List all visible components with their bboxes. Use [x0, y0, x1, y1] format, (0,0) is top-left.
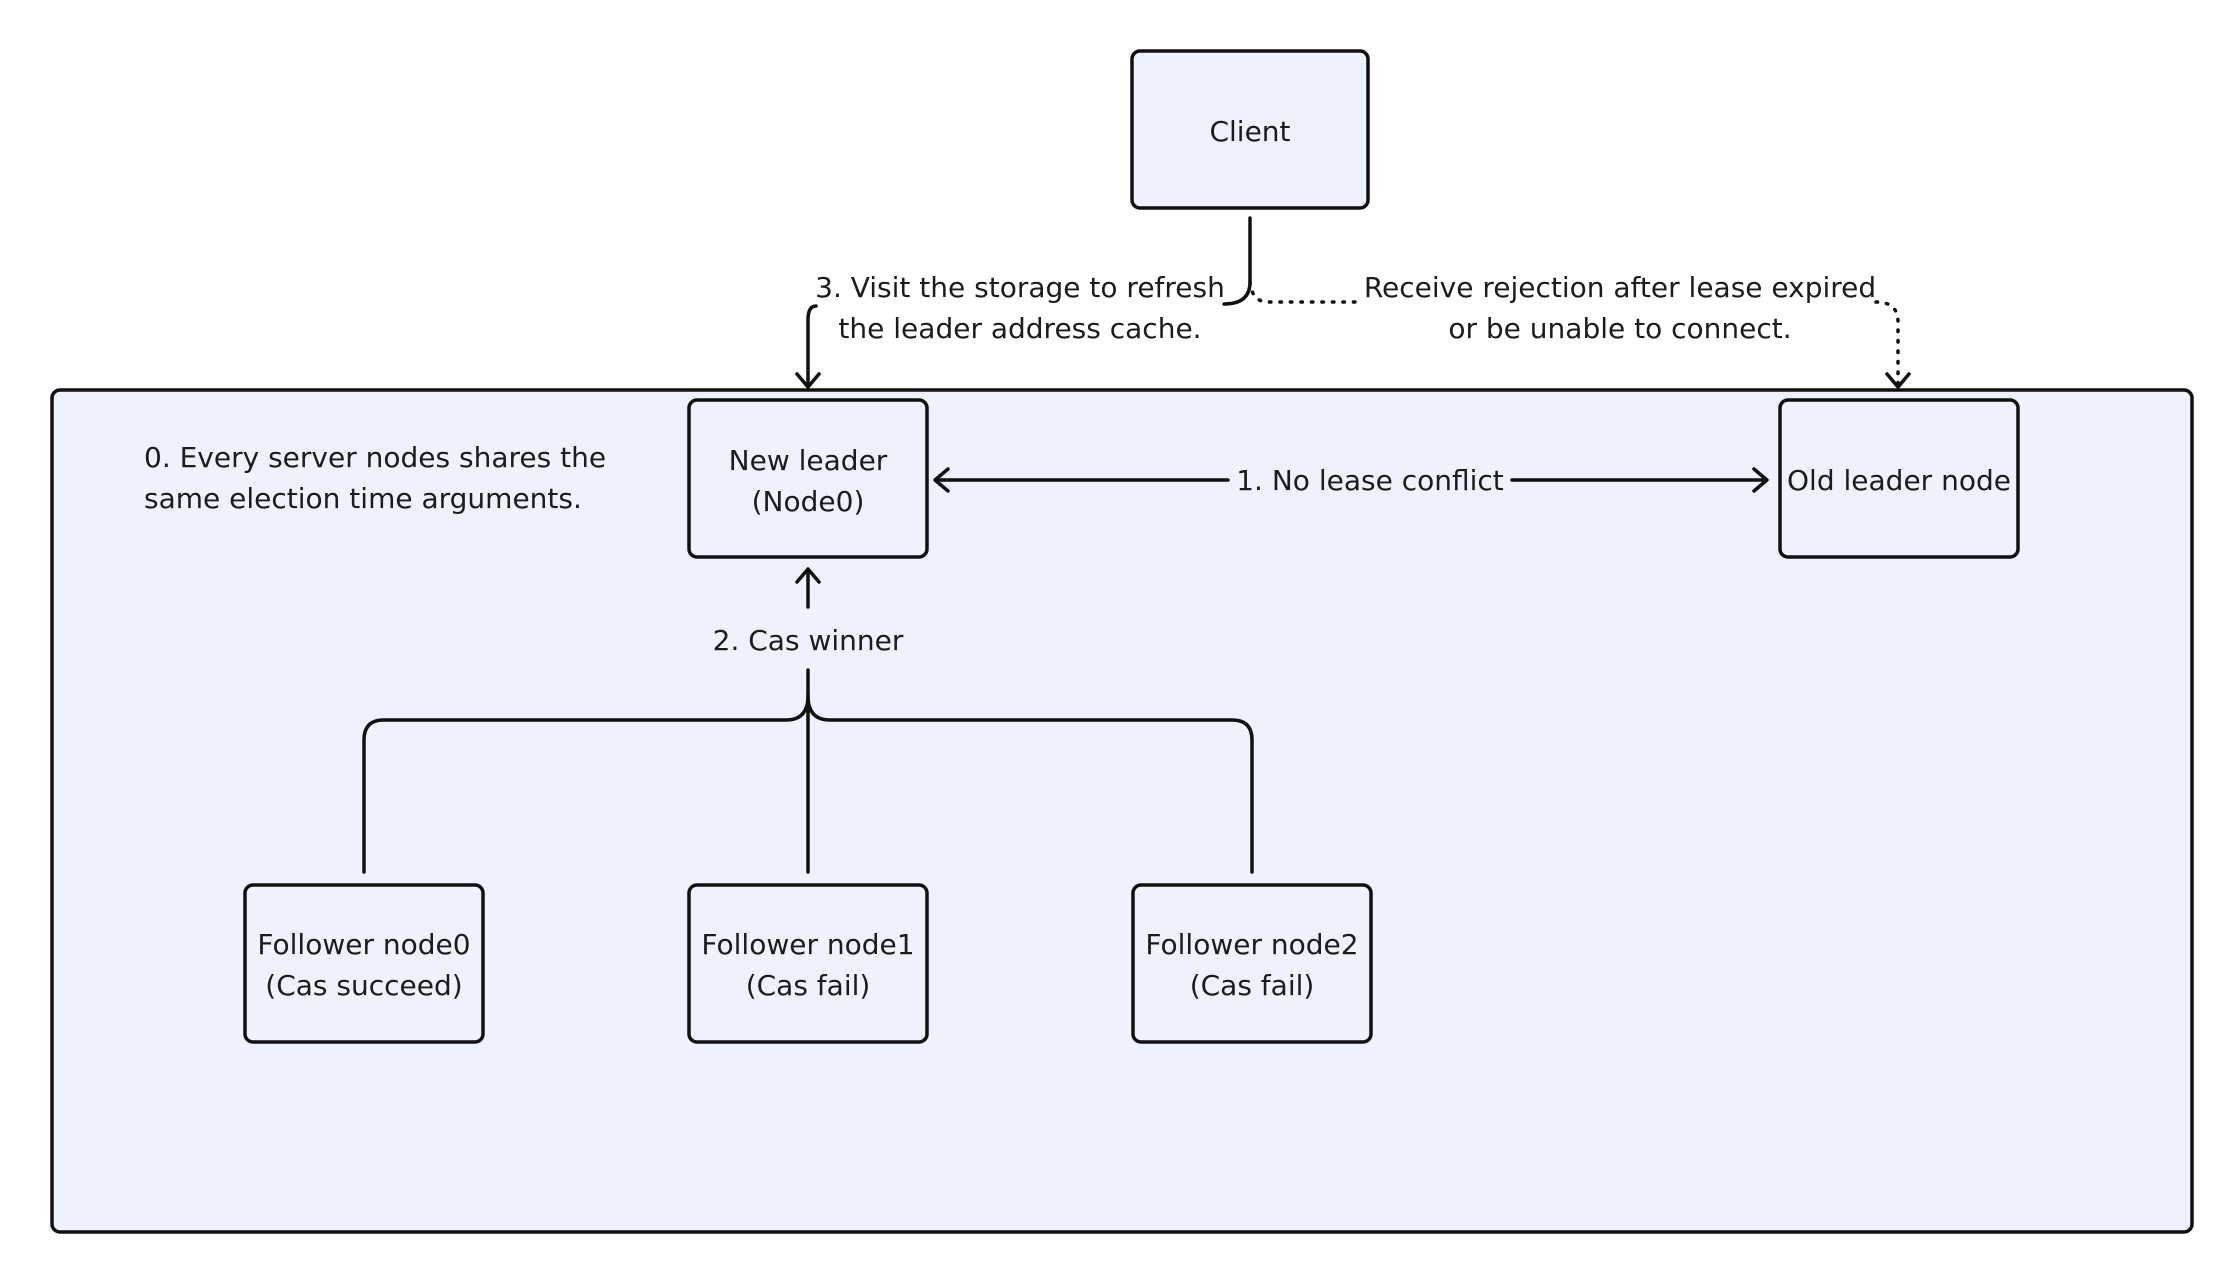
new-leader-label-line1: New leader: [729, 444, 888, 477]
step1-label: 1. No lease conflict: [1236, 464, 1504, 497]
new-leader-node[interactable]: New leader (Node0): [687, 398, 929, 559]
client-to-new-leader-connector: [1222, 216, 1252, 306]
step3-label-line2: the leader address cache.: [838, 312, 1201, 345]
no-lease-conflict-right-arrowhead: [1752, 467, 1769, 493]
no-lease-conflict-left-arrowhead: [933, 467, 950, 493]
cas-winner-arrowhead: [795, 567, 821, 584]
rejection-arrowhead: [1885, 372, 1911, 389]
new-leader-label-line2: (Node0): [752, 485, 865, 518]
follower2-label-line1: Follower node2: [1145, 928, 1358, 961]
follower1-label-line1: Follower node1: [701, 928, 914, 961]
rejection-label-line1: Receive rejection after lease expired: [1364, 271, 1876, 304]
old-leader-label: Old leader node: [1787, 464, 2011, 497]
step2-label: 2. Cas winner: [713, 624, 904, 657]
refresh-cache-arrowhead: [795, 372, 821, 389]
old-leader-node[interactable]: Old leader node: [1778, 398, 2020, 559]
step3-label-line1: 3. Visit the storage to refresh: [815, 271, 1225, 304]
client-node[interactable]: Client: [1130, 49, 1370, 210]
follower-node1[interactable]: Follower node1 (Cas fail): [687, 883, 929, 1044]
follower1-label-line2: (Cas fail): [746, 969, 871, 1002]
client-label: Client: [1209, 115, 1290, 148]
rejection-label-line2: or be unable to connect.: [1448, 312, 1791, 345]
client-to-old-leader-connector: [1248, 280, 1362, 304]
follower0-label-line1: Follower node0: [257, 928, 470, 961]
follower0-label-line2: (Cas succeed): [265, 969, 462, 1002]
refresh-cache-connector: [806, 304, 818, 388]
server-cluster-container: [50, 388, 2194, 1234]
follower2-label-line2: (Cas fail): [1190, 969, 1315, 1002]
follower-node0[interactable]: Follower node0 (Cas succeed): [243, 883, 485, 1044]
step0-note-line1: 0. Every server nodes shares the: [144, 441, 606, 474]
follower-node2[interactable]: Follower node2 (Cas fail): [1131, 883, 1373, 1044]
step0-note-line2: same election time arguments.: [144, 482, 582, 515]
rejection-connector: [1874, 300, 1900, 388]
